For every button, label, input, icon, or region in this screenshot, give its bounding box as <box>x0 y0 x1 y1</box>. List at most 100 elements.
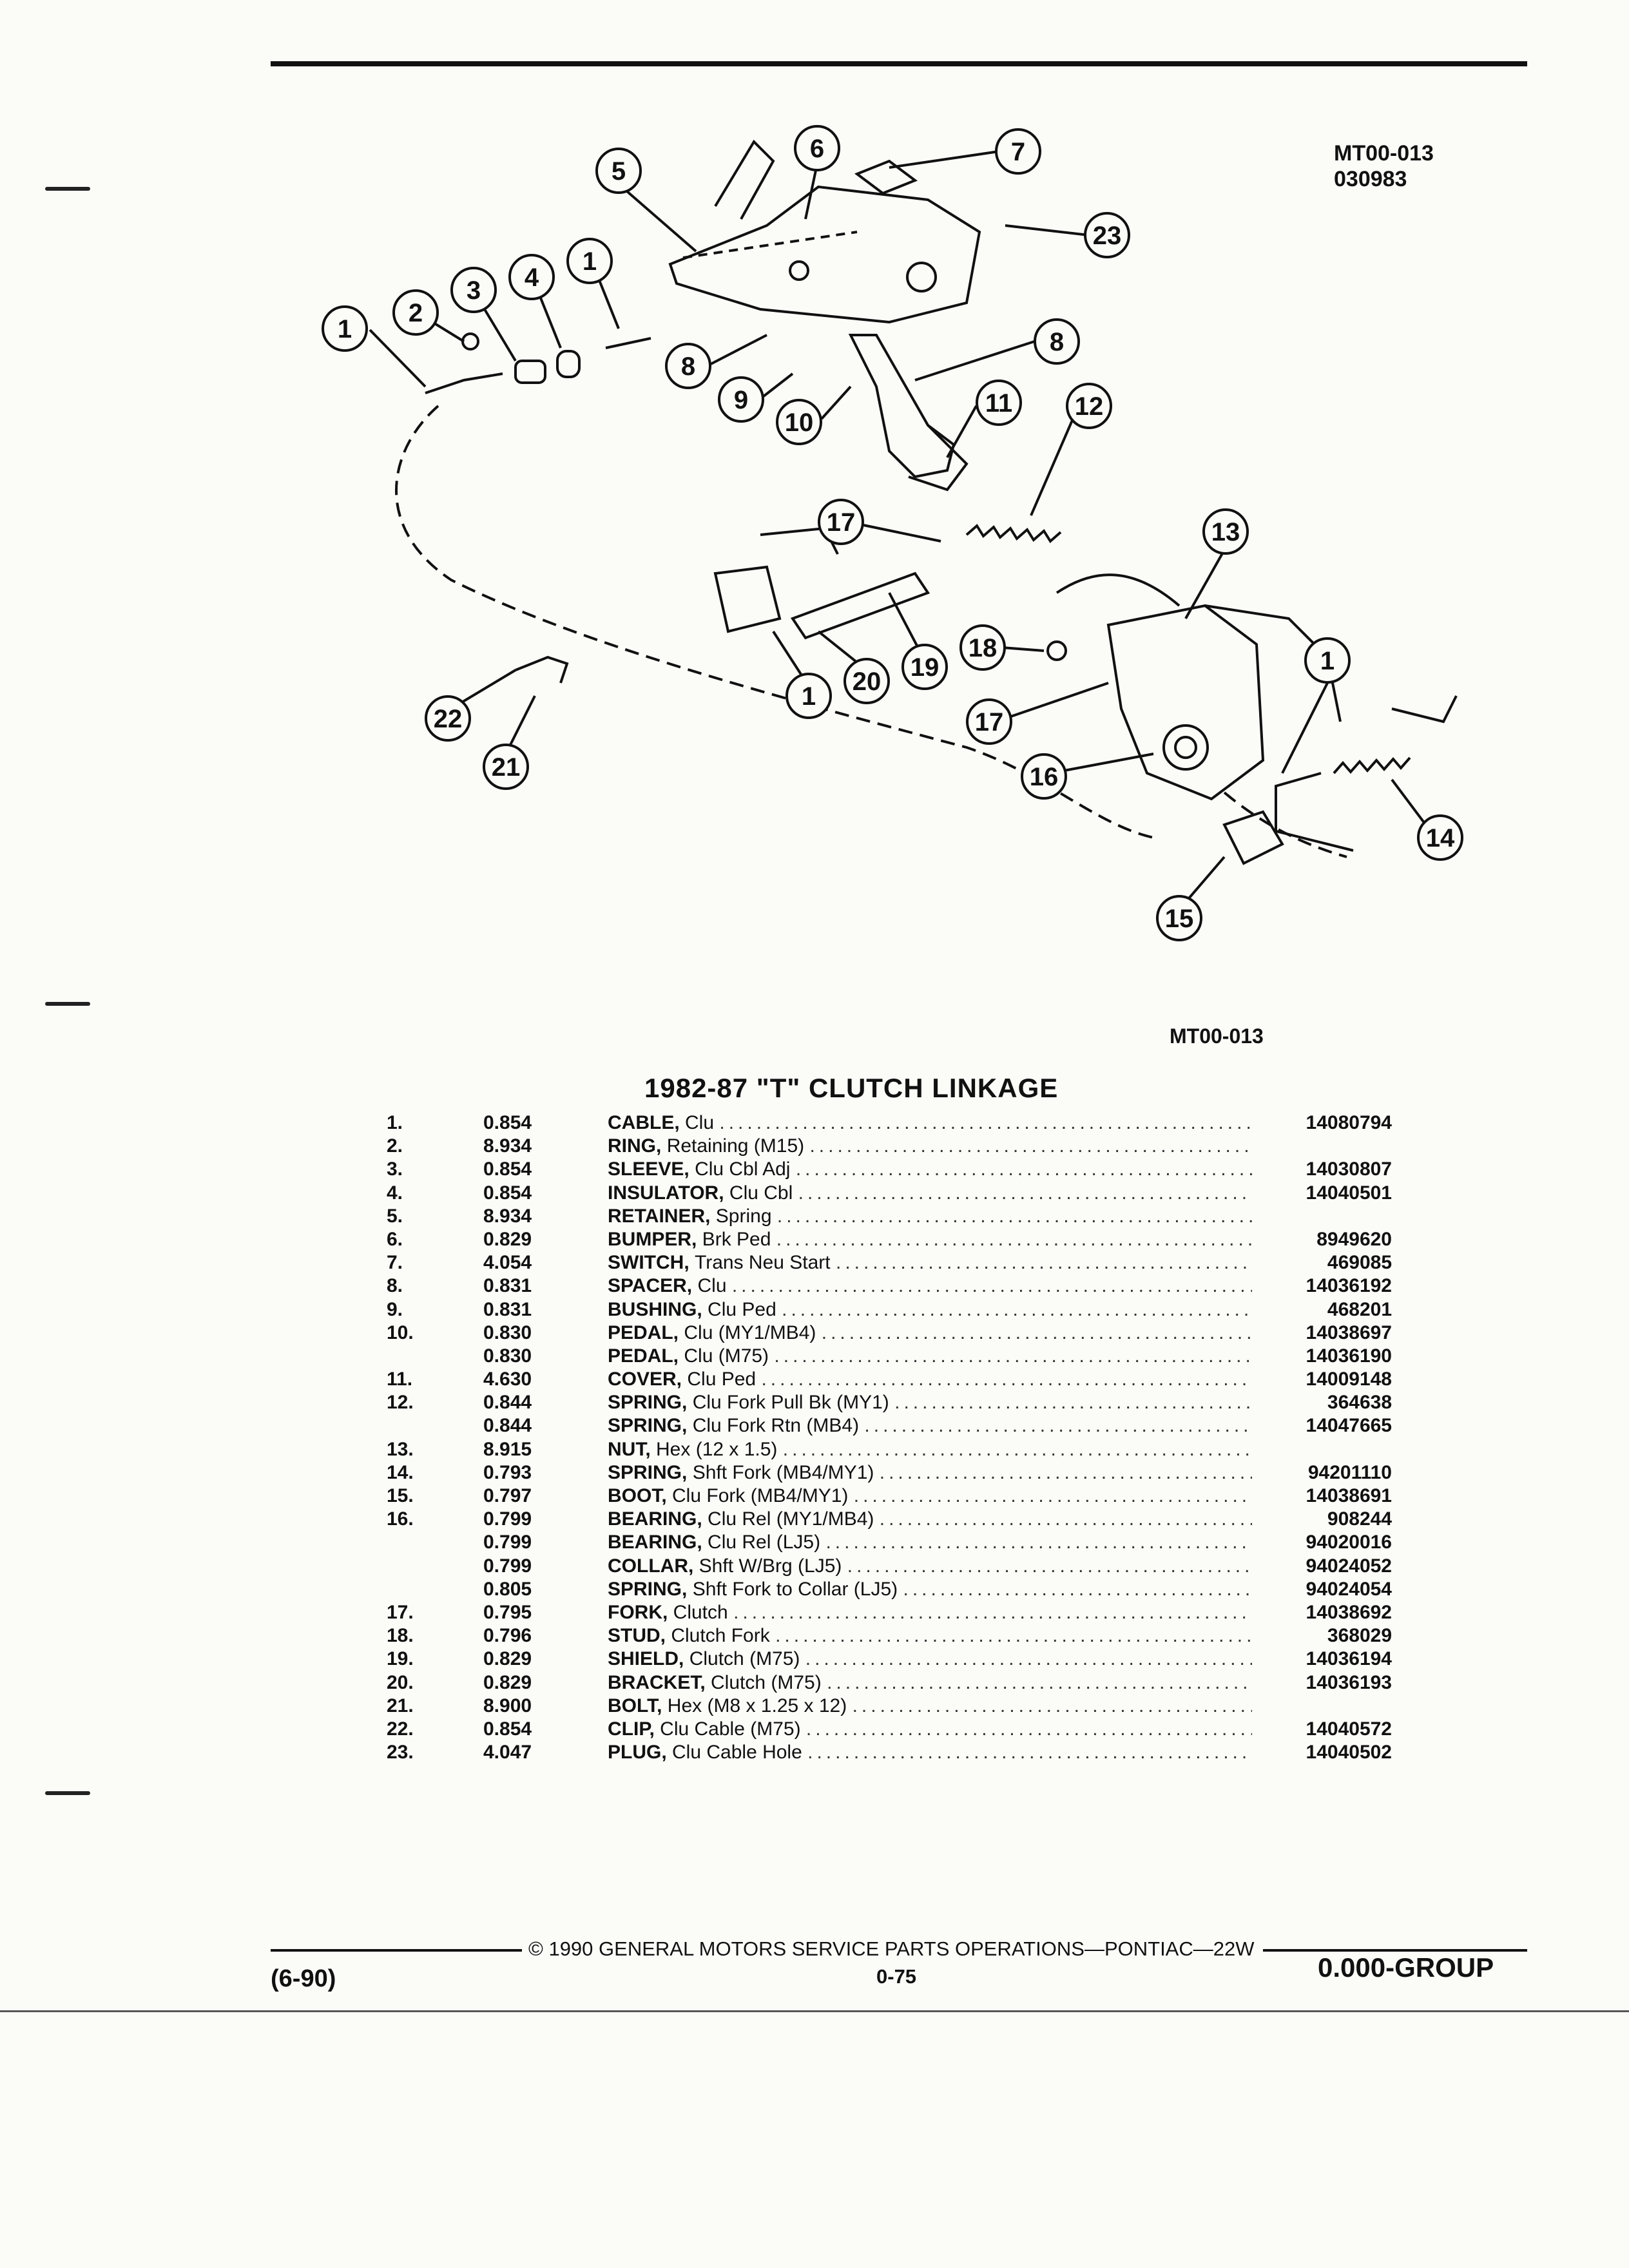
part-description: BEARING, Clu Rel (MY1/MB4) .............… <box>608 1508 1252 1531</box>
figure-code-date: 030983 <box>1334 167 1407 191</box>
leader-dots: ........................................… <box>776 1228 1252 1250</box>
group-code: 8.915 <box>483 1438 532 1460</box>
part-detail: Clu Fork (MB4/MY1) <box>672 1485 849 1506</box>
parts-row: 15. 0.797 BOOT, Clu Fork (MB4/MY1) .......… <box>387 1485 1392 1508</box>
part-description: BRACKET, Clutch (M75) ..................… <box>608 1671 1252 1695</box>
item-number: 8. <box>387 1275 403 1297</box>
callout-label: 11 <box>985 389 1012 418</box>
part-name: PEDAL, <box>608 1345 679 1367</box>
part-number: 14040502 <box>1306 1742 1392 1763</box>
footer-rule-left <box>271 1949 522 1952</box>
part-detail: Clutch (M75) <box>689 1648 800 1670</box>
item-number: 5. <box>387 1205 403 1227</box>
callout-label: 22 <box>434 705 463 733</box>
part-name: PLUG, <box>608 1742 667 1763</box>
part-name: BOOT, <box>608 1485 667 1506</box>
part-number: 14036192 <box>1306 1275 1392 1297</box>
leader-dots: ........................................… <box>847 1555 1252 1577</box>
part-description: SPRING, Clu Fork Rtn (MB4) .............… <box>608 1414 1252 1437</box>
part-number: 14036193 <box>1306 1671 1392 1693</box>
part-detail: Clu Cable Hole <box>672 1742 802 1763</box>
part-description: CABLE, Clu .............................… <box>608 1111 1252 1135</box>
callout-label: 16 <box>1030 763 1059 791</box>
leader-dots: ........................................… <box>798 1182 1252 1204</box>
leader-dots: ........................................… <box>825 1532 1252 1553</box>
leader-dots: ........................................… <box>761 1369 1252 1390</box>
part-number: 94024052 <box>1306 1555 1392 1577</box>
part-detail: Clu (M75) <box>684 1345 769 1367</box>
group-code: 0.854 <box>483 1158 532 1180</box>
part-description: PEDAL, Clu (M75) .......................… <box>608 1345 1252 1368</box>
group-code: 8.934 <box>483 1135 532 1157</box>
part-name: BOLT, <box>608 1695 662 1716</box>
callout-label: 1 <box>583 247 597 276</box>
group-code: 0.799 <box>483 1555 532 1577</box>
group-code: 0.795 <box>483 1601 532 1623</box>
part-description: BEARING, Clu Rel (LJ5) .................… <box>608 1531 1252 1554</box>
part-detail: Shft Fork to Collar (LJ5) <box>692 1578 898 1600</box>
part-detail: Clu <box>685 1112 715 1133</box>
margin-mark <box>45 1002 90 1006</box>
part-name: CLIP, <box>608 1718 655 1740</box>
group-code: 4.630 <box>483 1369 532 1390</box>
leader-dots: ........................................… <box>807 1742 1252 1763</box>
leader-dots: ........................................… <box>853 1485 1252 1506</box>
part-number: 8949620 <box>1316 1228 1392 1250</box>
callout-label: 18 <box>969 634 998 662</box>
leader-dots: ........................................… <box>809 1135 1252 1157</box>
part-name: BEARING, <box>608 1532 702 1553</box>
callout-label: 15 <box>1165 905 1194 933</box>
part-number: 14038692 <box>1306 1601 1392 1623</box>
group-code: 0.831 <box>483 1275 532 1297</box>
item-number: 4. <box>387 1182 403 1204</box>
part-number: 14036194 <box>1306 1648 1392 1670</box>
group-code: 4.054 <box>483 1252 532 1274</box>
copyright-line: © 1990 GENERAL MOTORS SERVICE PARTS OPER… <box>528 1937 1255 1960</box>
footer-rule-right <box>1263 1949 1527 1952</box>
part-name: SHIELD, <box>608 1648 684 1670</box>
leader-dots: ........................................… <box>821 1321 1252 1343</box>
part-number: 469085 <box>1327 1252 1392 1274</box>
leader-dots: ........................................… <box>775 1625 1252 1647</box>
part-description: BOLT, Hex (M8 x 1.25 x 12) .............… <box>608 1695 1252 1718</box>
leader-dots: ........................................… <box>835 1252 1252 1274</box>
item-number: 18. <box>387 1625 414 1647</box>
group-code: 0.799 <box>483 1508 532 1530</box>
item-number: 6. <box>387 1228 403 1250</box>
callout-label: 8 <box>681 352 695 381</box>
part-name: SPRING, <box>608 1392 688 1414</box>
part-detail: Clu <box>697 1275 727 1297</box>
part-number: 94024054 <box>1306 1578 1392 1600</box>
callout-label: 5 <box>612 157 626 186</box>
leader-dots: ........................................… <box>805 1648 1252 1670</box>
figure-label: MT00-013 <box>1170 1024 1264 1048</box>
part-name: NUT, <box>608 1438 651 1460</box>
part-description: FORK, Clutch ...........................… <box>608 1601 1252 1624</box>
part-name: SPRING, <box>608 1415 688 1437</box>
leader-dots: ........................................… <box>719 1112 1252 1133</box>
margin-mark <box>45 187 90 191</box>
item-number: 15. <box>387 1485 414 1506</box>
part-number: 364638 <box>1327 1392 1392 1414</box>
part-description: COVER, Clu Ped .........................… <box>608 1368 1252 1391</box>
part-name: PEDAL, <box>608 1321 679 1343</box>
diagram-callouts: 1 2 3 4 1 5 6 7 23 8 9 10 8 11 12 17 13 … <box>322 125 1463 941</box>
callout-label: 3 <box>467 276 481 305</box>
part-description: SHIELD, Clutch (M75) ...................… <box>608 1648 1252 1671</box>
part-name: SPRING, <box>608 1578 688 1600</box>
revision-date: (6-90) <box>271 1965 336 1992</box>
group-code: 0.797 <box>483 1485 532 1506</box>
callout-label: 2 <box>409 299 423 327</box>
part-name: CABLE, <box>608 1112 680 1133</box>
part-number: 14080794 <box>1306 1112 1392 1133</box>
item-number: 19. <box>387 1648 414 1670</box>
part-detail: Clu Cbl <box>729 1182 793 1204</box>
leader-dots: ........................................… <box>879 1461 1252 1483</box>
